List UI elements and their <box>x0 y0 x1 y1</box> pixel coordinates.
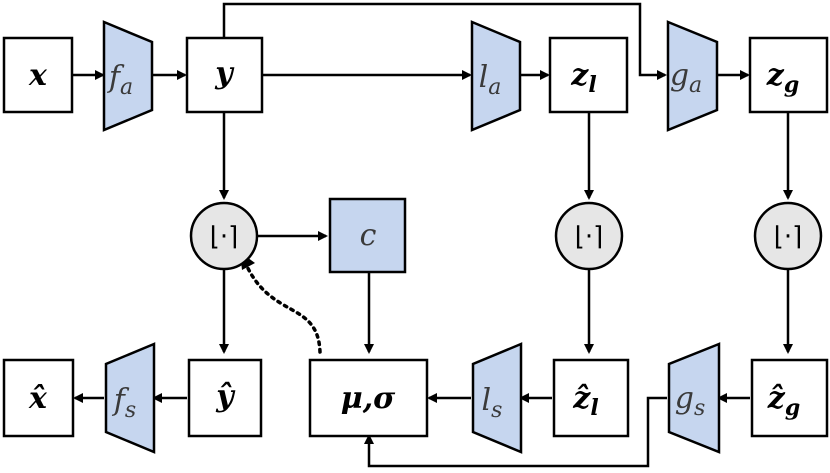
edge-musigma-to-q1-dotted <box>243 260 322 354</box>
node-g-s: gs <box>667 342 721 454</box>
z-g-hat-label: ẑ <box>767 381 786 416</box>
node-z-g-hat: ẑg <box>750 358 829 438</box>
l-a-label: l <box>479 60 489 95</box>
node-x: x <box>2 36 74 114</box>
node-c: c <box>328 197 407 274</box>
edge-y-to-ga <box>222 2 667 80</box>
svg-text:x: x <box>28 58 48 93</box>
g-a-label: g <box>670 58 689 93</box>
node-z-g: zg <box>748 36 829 114</box>
z-g-subscript: g <box>784 72 799 98</box>
svg-text:⌊·⌉: ⌊·⌉ <box>210 222 239 252</box>
f-s-subscript: s <box>125 398 136 423</box>
z-l-label: z <box>570 58 589 93</box>
l-s-label: l <box>482 383 492 418</box>
node-mu-sigma: μ,σ <box>308 358 429 438</box>
node-z-l-hat: ẑl <box>552 358 630 438</box>
quantizer-y: ⌊·⌉ <box>189 201 259 271</box>
svg-text:ga: ga <box>670 58 702 98</box>
edge-gs-to-musigma <box>364 396 667 468</box>
node-x-hat: x̂ <box>2 358 75 438</box>
svg-text:zl: zl <box>570 58 596 98</box>
l-s-subscript: s <box>491 398 502 423</box>
z-g-hat-subscript: g <box>785 395 800 421</box>
node-f-a: fa <box>102 20 154 132</box>
svg-text:c: c <box>360 218 377 253</box>
g-s-subscript: s <box>694 396 705 421</box>
edges <box>72 2 793 468</box>
node-y: y <box>185 36 264 114</box>
svg-text:x̂: x̂ <box>28 381 48 416</box>
svg-text:zg: zg <box>766 58 799 98</box>
node-y-hat: ŷ <box>187 358 263 438</box>
z-g-label: z <box>766 58 785 93</box>
svg-text:ẑl: ẑl <box>572 381 598 421</box>
svg-text:⌊·⌉: ⌊·⌉ <box>774 222 803 252</box>
f-a-subscript: a <box>120 75 133 100</box>
z-l-hat-label: ẑ <box>572 381 591 416</box>
svg-text:ls: ls <box>482 383 503 423</box>
z-l-hat-subscript: l <box>590 395 598 421</box>
node-f-s: fs <box>104 342 156 454</box>
node-l-s: ls <box>471 342 523 454</box>
node-z-l: zl <box>548 36 629 114</box>
node-g-a: ga <box>666 20 719 132</box>
svg-text:la: la <box>479 60 502 100</box>
z-l-subscript: l <box>588 72 596 98</box>
svg-text:ŷ: ŷ <box>215 379 236 414</box>
svg-text:μ,σ: μ,σ <box>341 381 396 416</box>
g-a-subscript: a <box>689 73 702 98</box>
svg-text:y: y <box>214 56 235 91</box>
g-s-label: g <box>675 381 694 416</box>
svg-text:⌊·⌉: ⌊·⌉ <box>575 222 604 252</box>
quantizer-zg: ⌊·⌉ <box>753 201 823 271</box>
node-l-a: la <box>470 20 522 132</box>
svg-text:ẑg: ẑg <box>767 381 800 421</box>
svg-text:gs: gs <box>675 381 706 421</box>
l-a-subscript: a <box>488 75 501 100</box>
quantizer-zl: ⌊·⌉ <box>554 201 624 271</box>
